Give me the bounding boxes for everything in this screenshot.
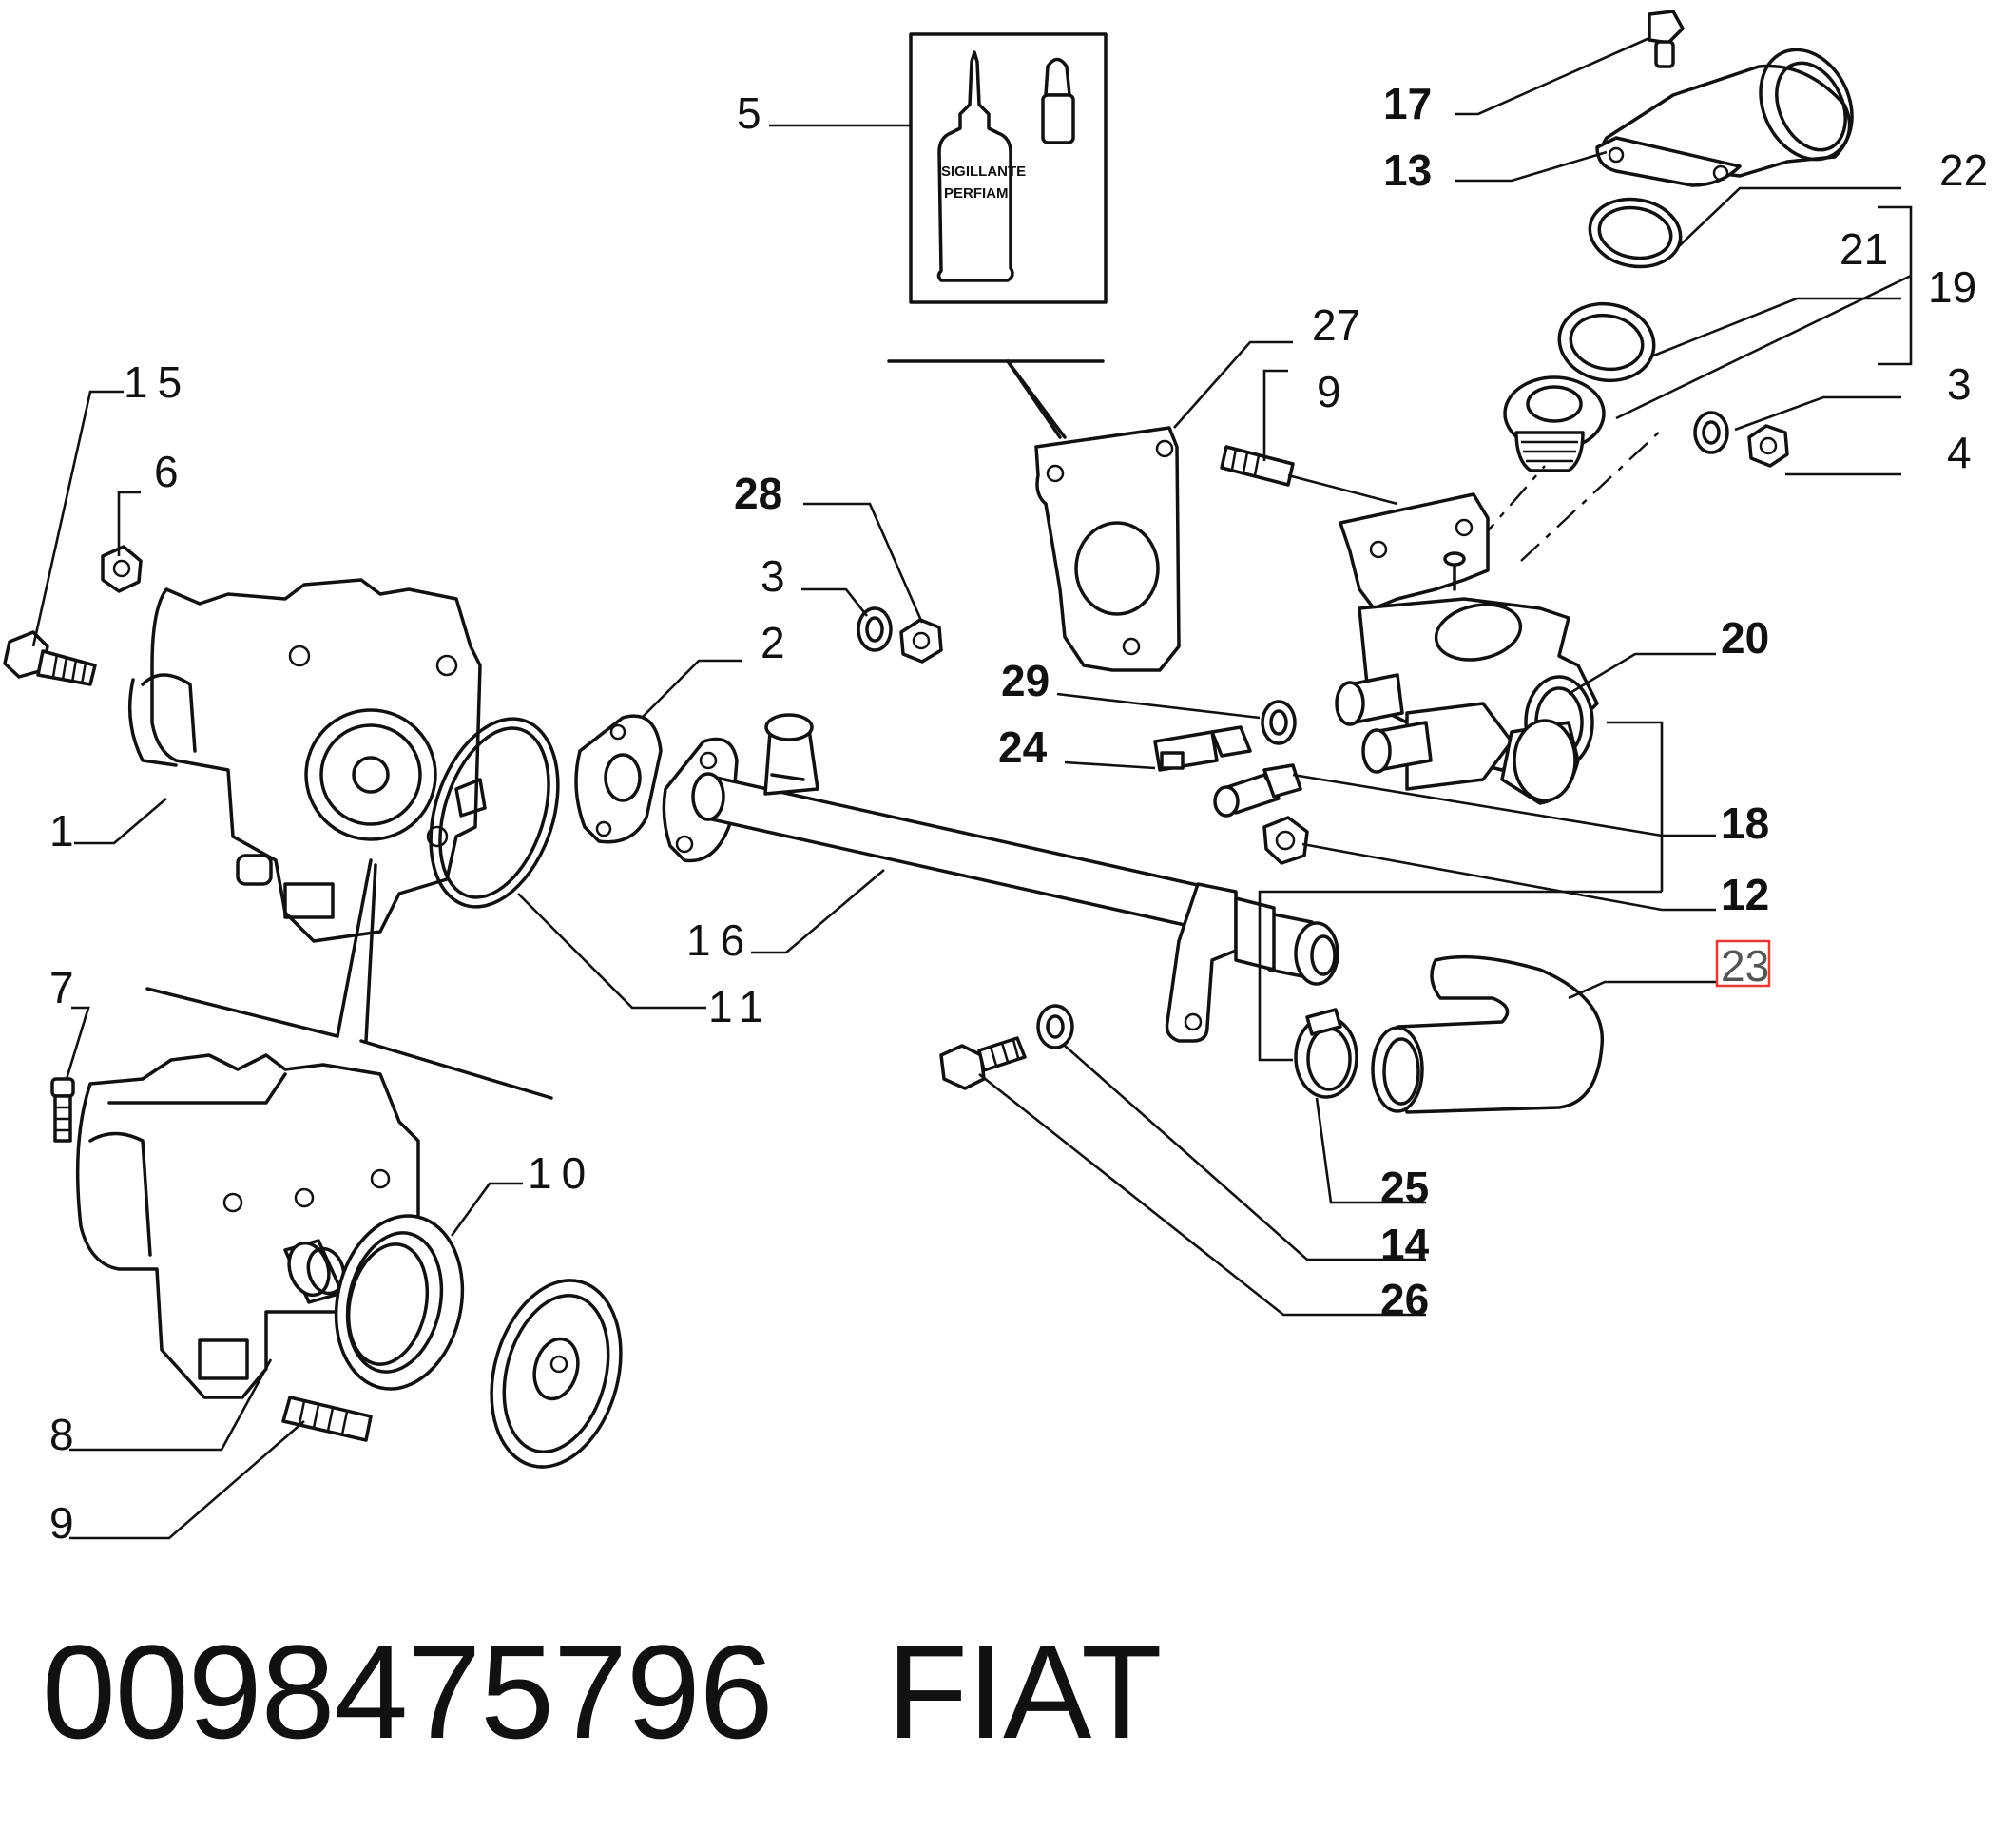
- callout-9-lower: 9: [49, 1498, 74, 1548]
- nut-6: [101, 545, 143, 593]
- water-pump-lower: [75, 1053, 420, 1399]
- bottle-label-line2: PERFIAM: [944, 185, 1009, 202]
- callout-17: 17: [1383, 79, 1432, 128]
- callout-21: 21: [1840, 224, 1888, 274]
- shaft-8: [283, 1239, 346, 1304]
- callout-27: 27: [1312, 300, 1360, 350]
- callout-23: 23: [1721, 941, 1769, 991]
- nut-28: [899, 618, 943, 664]
- callout-11: 11: [708, 982, 773, 1031]
- thermostat-housing-20: [1335, 551, 1599, 805]
- thermostat: [1503, 375, 1606, 472]
- callout-29: 29: [1001, 656, 1050, 705]
- callout-16: 16: [686, 915, 754, 965]
- callout-19: 19: [1928, 262, 1976, 312]
- callout-labels: 15 6 1 7 10 8 9 5 28 3 2 16 11 27 9 29 2…: [49, 79, 1988, 1548]
- bolt-26: [939, 1036, 1027, 1090]
- callout-12: 12: [1721, 870, 1769, 919]
- gasket-27: [1034, 426, 1181, 672]
- plug-12: [1262, 816, 1309, 865]
- pulley: [490, 1279, 623, 1469]
- callout-20: 20: [1721, 613, 1769, 663]
- clamp-25: [1294, 1008, 1358, 1099]
- callout-5: 5: [737, 88, 761, 138]
- part-number-footer: 0098475796 FIAT: [42, 1616, 1163, 1768]
- seal-10: [334, 1214, 465, 1391]
- callout-13: 13: [1383, 145, 1432, 195]
- callout-4: 4: [1947, 428, 1972, 477]
- callout-10: 10: [528, 1148, 595, 1198]
- ring-22: [1588, 197, 1683, 269]
- callout-26: 26: [1380, 1275, 1429, 1324]
- callout-14: 14: [1380, 1220, 1430, 1269]
- callout-25: 25: [1380, 1163, 1429, 1212]
- o-ring-11: [429, 717, 560, 909]
- callout-28: 28: [734, 469, 782, 518]
- sensor-18: [1213, 763, 1302, 818]
- bolt-17: [1648, 10, 1685, 68]
- ring-21: [1557, 301, 1656, 383]
- outlet-flange-13: [1595, 48, 1854, 187]
- callout-18: 18: [1721, 799, 1769, 848]
- sensor-24: [1153, 725, 1252, 772]
- callout-15: 15: [124, 357, 191, 407]
- callout-6: 6: [154, 447, 179, 496]
- callout-22: 22: [1939, 145, 1988, 195]
- part-number: 0098475796: [42, 1617, 774, 1766]
- callout-7: 7: [49, 963, 74, 1012]
- screw-7: [50, 1077, 75, 1143]
- washer-3-right: [1693, 411, 1729, 454]
- callout-3-right: 3: [1947, 359, 1972, 409]
- callout-3-left: 3: [761, 551, 785, 601]
- callout-1: 1: [49, 806, 74, 856]
- water-pump-body: [127, 578, 482, 943]
- brand-name: FIAT: [886, 1617, 1163, 1766]
- callout-2: 2: [761, 618, 785, 667]
- hose-23: [1371, 954, 1605, 1114]
- nut-4: [1747, 424, 1789, 468]
- highlight-box-23: [1715, 939, 1771, 988]
- housing-gasket: [1339, 492, 1490, 610]
- washer-3-left: [857, 606, 893, 652]
- leader-lines: [31, 36, 1913, 1540]
- gasket-2: [574, 714, 663, 844]
- bottle-label-line1: SIGILLANTE: [941, 164, 1026, 180]
- callout-9-upper: 9: [1317, 367, 1341, 416]
- callout-8: 8: [49, 1410, 74, 1459]
- stud-9-upper: [1220, 445, 1295, 487]
- callout-24: 24: [998, 722, 1048, 772]
- explode-lines-pump: [145, 858, 553, 1100]
- bolt-15: [3, 630, 97, 686]
- sealant-kit-box: SIGILLANTE PERFIAM: [887, 32, 1108, 439]
- washer-14: [1036, 1004, 1074, 1049]
- coolant-pipe-16: [662, 713, 1339, 1043]
- stud-9-lower: [281, 1396, 373, 1442]
- washer-29: [1261, 700, 1297, 745]
